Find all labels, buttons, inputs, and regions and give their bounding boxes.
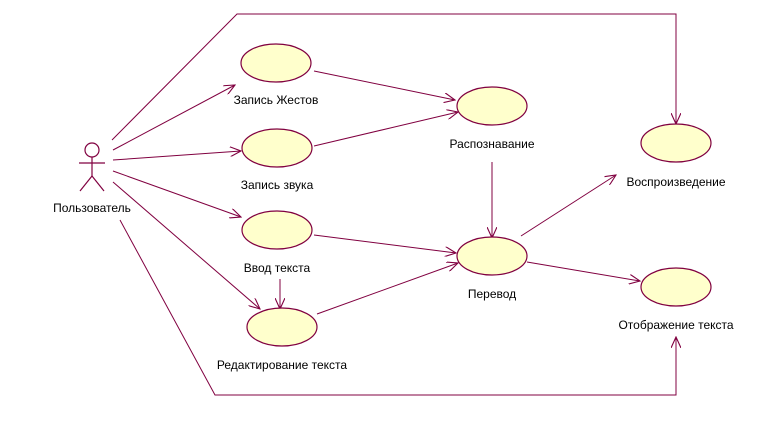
use-case-ellipse [246, 307, 318, 347]
use-case-label: Перевод [468, 287, 516, 301]
arrow-user-to-text-editing [112, 181, 260, 309]
use-case-text-editing[interactable]: Редактирование текста [217, 307, 348, 372]
arrow-user-to-text-display [119, 219, 676, 396]
arrow-gesture-to-recognition [313, 70, 455, 100]
use-case-ellipse [456, 86, 528, 126]
use-case-label: Воспроизведение [626, 175, 725, 189]
use-case-gesture-recording[interactable]: Запись Жестов [234, 43, 319, 107]
use-case-label: Ввод текста [244, 261, 311, 275]
arrow-user-to-text-input [112, 170, 241, 217]
stick-figure-actor-icon [79, 142, 105, 192]
use-case-ellipse [640, 267, 712, 307]
actor-label: Пользователь [53, 201, 131, 215]
use-case-ellipse [456, 236, 528, 276]
use-case-text-input[interactable]: Ввод текста [241, 210, 313, 275]
arrow-user-to-gesture-recording [112, 85, 235, 151]
use-case-recognition[interactable]: Распознавание [449, 86, 535, 151]
use-case-label: Отображение текста [618, 318, 733, 332]
use-case-label: Запись Жестов [234, 93, 319, 107]
use-case-label: Распознавание [449, 137, 534, 151]
use-case-ellipse [640, 123, 712, 163]
arrow-translation-to-playback [520, 175, 616, 237]
arrow-text-input-to-translation [313, 234, 456, 253]
actor-user[interactable]: Пользователь [53, 142, 131, 215]
use-case-ellipse [241, 210, 313, 250]
arrow-sound-to-recognition [313, 112, 458, 147]
use-case-playback[interactable]: Воспроизведение [626, 123, 726, 189]
arrow-translation-to-text-display [526, 261, 640, 281]
arrow-user-to-playback [111, 13, 676, 141]
use-case-label: Запись звука [241, 178, 314, 192]
use-case-text-display[interactable]: Отображение текста [618, 267, 734, 332]
use-case-sound-recording[interactable]: Запись звука [241, 128, 314, 192]
use-case-label: Редактирование текста [217, 358, 348, 372]
use-case-translation[interactable]: Перевод [456, 236, 528, 301]
connectors [111, 13, 676, 396]
use-case-ellipse [240, 43, 312, 83]
use-case-ellipse [241, 128, 313, 168]
arrow-user-to-sound-recording [112, 151, 241, 161]
arrow-editing-to-translation [316, 263, 458, 315]
